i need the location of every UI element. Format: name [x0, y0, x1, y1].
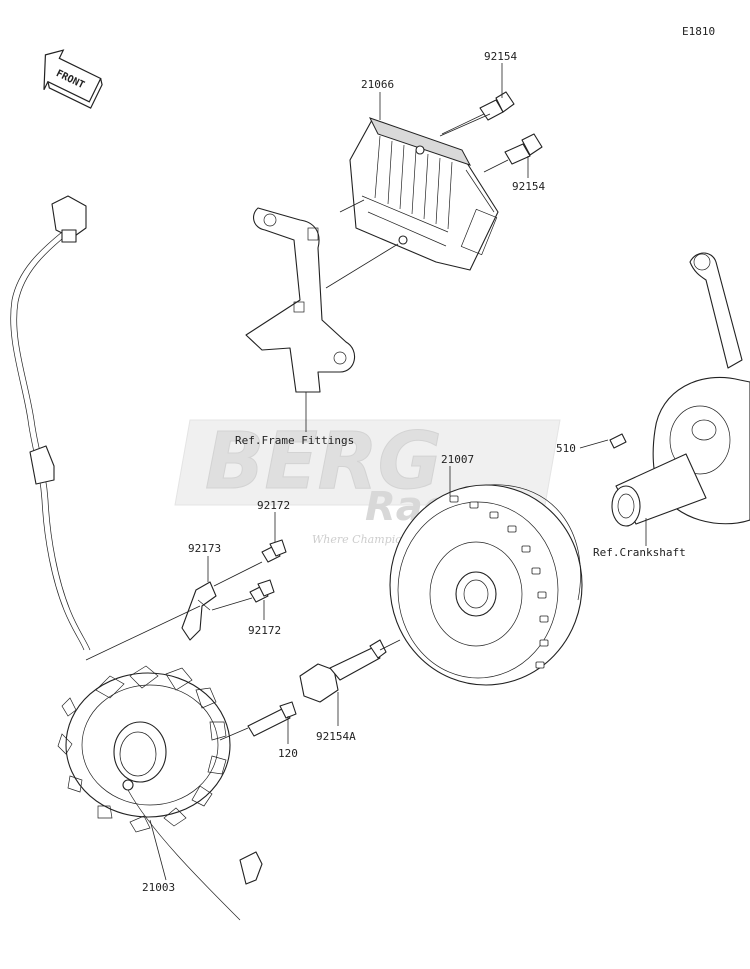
crankshaft-part[interactable] [609, 252, 750, 527]
frame-bracket-part[interactable] [245, 207, 356, 393]
label-92154A[interactable]: 92154A [316, 730, 356, 743]
front-arrow-icon: FRONT [43, 49, 103, 109]
label-120[interactable]: 120 [278, 747, 298, 760]
flywheel-rotor-part[interactable] [389, 484, 583, 686]
label-92154-top[interactable]: 92154 [484, 50, 517, 63]
label-92173[interactable]: 92173 [188, 542, 221, 555]
ref-frame-fittings-label[interactable]: Ref.Frame Fittings [235, 434, 354, 447]
bolt-92172-top-part[interactable] [261, 539, 287, 563]
label-21003[interactable]: 21003 [142, 881, 175, 894]
label-510[interactable]: 510 [556, 442, 576, 455]
bolt-92172-bot-part[interactable] [249, 579, 275, 603]
label-21066[interactable]: 21066 [361, 78, 394, 91]
stator-part[interactable] [57, 665, 263, 921]
flange-bolt-92154A-part[interactable] [299, 639, 387, 703]
wire-harness-part[interactable] [10, 195, 91, 651]
label-92172-bot[interactable]: 92172 [248, 624, 281, 637]
leader-lines [85, 63, 647, 881]
label-92154-mid[interactable]: 92154 [512, 180, 545, 193]
label-92172-top[interactable]: 92172 [257, 499, 290, 512]
ref-crankshaft-label[interactable]: Ref.Crankshaft [593, 546, 686, 559]
bolt-120-part[interactable] [247, 701, 297, 737]
label-21007[interactable]: 21007 [441, 453, 474, 466]
regulator-part[interactable] [349, 117, 499, 271]
watermark-brand: BERG [205, 417, 442, 507]
diagram-code: E1810 [682, 25, 715, 38]
bolt-92154-top-part[interactable] [441, 91, 515, 135]
bolt-92154-mid-part[interactable] [504, 133, 543, 165]
clamp-92173-part[interactable] [181, 581, 217, 641]
